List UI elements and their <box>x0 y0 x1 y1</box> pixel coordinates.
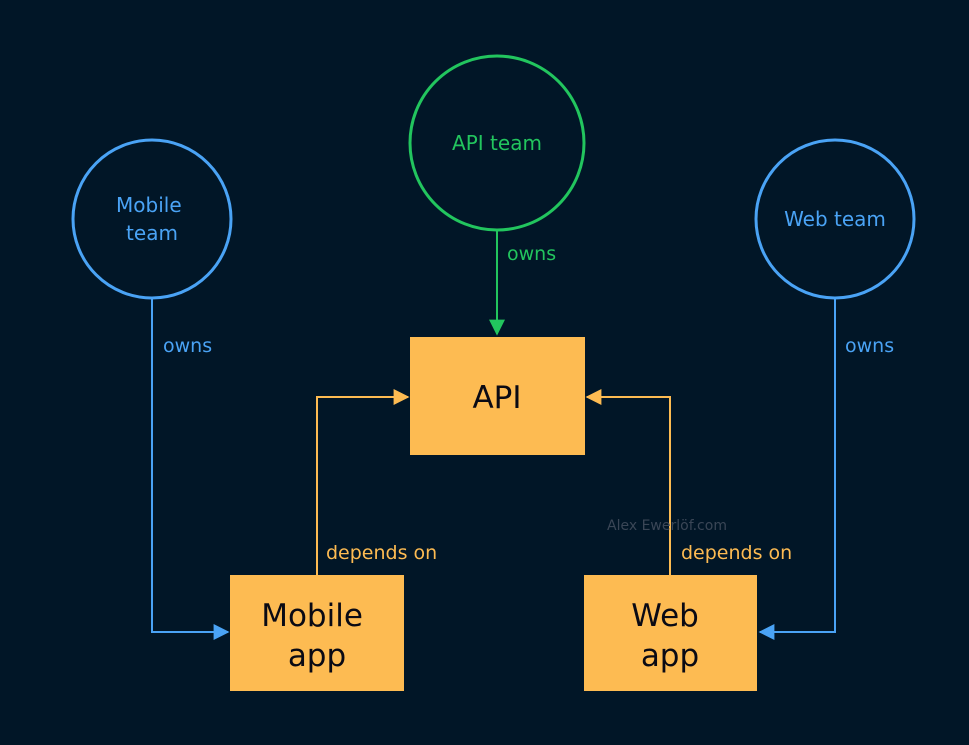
mobile-owns-line <box>151 298 230 640</box>
mobile-team-node[interactable]: Mobile team <box>71 138 233 300</box>
mobile-app-label-line2: app <box>288 638 346 674</box>
mobile-team-label-line1: Mobile <box>116 193 182 217</box>
api-team-node[interactable]: API team <box>408 54 586 232</box>
mobile-depends-line <box>316 389 410 575</box>
mobile-team-label-line2: team <box>126 221 178 245</box>
api-owns-label: owns <box>507 243 556 265</box>
web-owns-edge: owns <box>758 298 894 640</box>
mobile-app-label-line1: Mobile <box>261 598 363 634</box>
api-box-rect <box>410 337 585 455</box>
web-app-box[interactable]: Web app <box>584 575 757 691</box>
web-owns-label: owns <box>845 335 894 357</box>
web-team-node[interactable]: Web team <box>754 138 916 300</box>
web-app-label-line2: app <box>641 638 699 674</box>
api-team-label: API team <box>452 131 542 155</box>
mobile-depends-label: depends on <box>326 542 437 564</box>
web-depends-edge: depends on <box>585 389 792 575</box>
web-app-label-line1: Web <box>631 598 699 634</box>
mobile-team-circle <box>71 138 233 300</box>
mobile-team-label: Mobile team <box>116 193 188 245</box>
web-depends-line <box>585 389 671 575</box>
mobile-owns-edge: owns <box>151 298 230 640</box>
web-app-box-label: Web app <box>631 598 708 674</box>
mobile-app-box[interactable]: Mobile app <box>230 575 404 691</box>
api-owns-edge: owns <box>489 230 556 336</box>
mobile-depends-edge: depends on <box>316 389 437 575</box>
mobile-owns-label: owns <box>163 335 212 357</box>
web-owns-line <box>758 298 836 640</box>
api-box[interactable]: API <box>410 337 585 455</box>
api-box-label: API <box>472 380 521 416</box>
web-depends-label: depends on <box>681 542 792 564</box>
web-app-box-rect <box>584 575 757 691</box>
mobile-app-box-rect <box>230 575 404 691</box>
watermark: Alex Ewerlöf.com <box>607 518 727 534</box>
mobile-app-box-label: Mobile app <box>261 598 373 674</box>
web-team-label: Web team <box>784 207 886 231</box>
